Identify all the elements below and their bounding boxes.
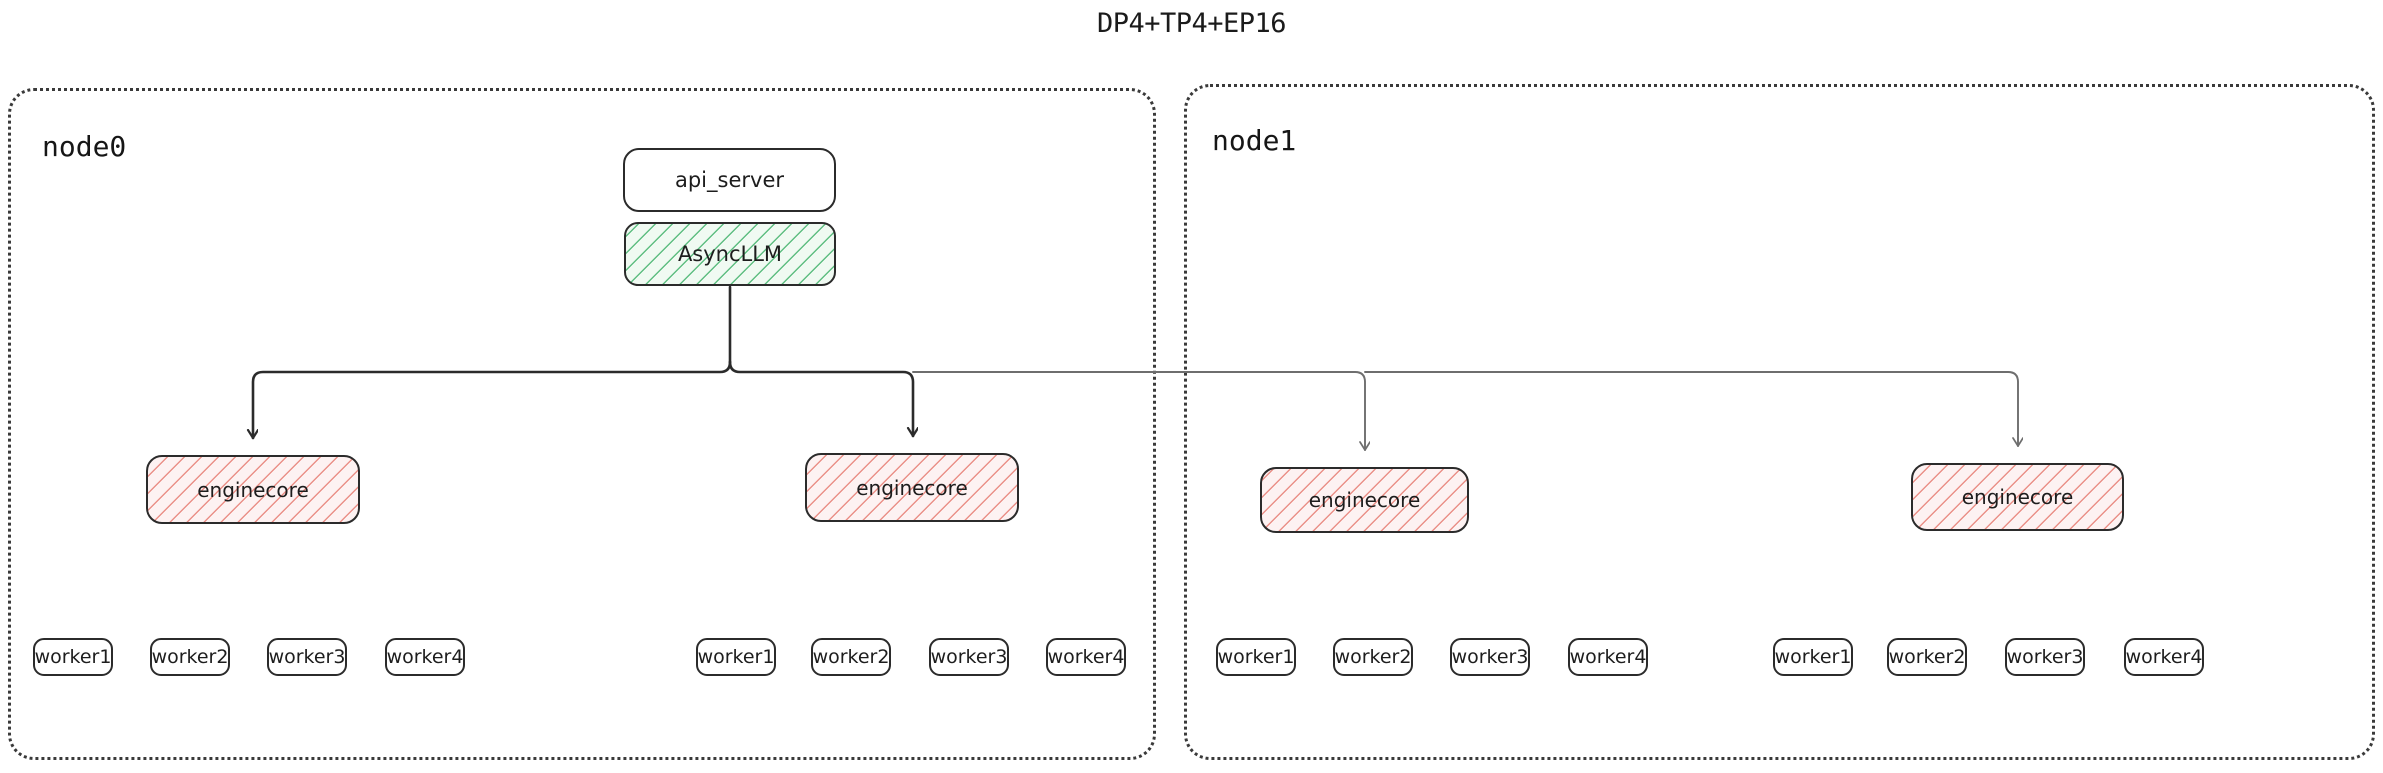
worker-box[interactable]: worker3: [1450, 638, 1530, 676]
worker-box[interactable]: worker1: [696, 638, 776, 676]
enginecore-box[interactable]: enginecore: [146, 455, 360, 524]
asyncllm-box[interactable]: AsyncLLM: [624, 222, 836, 286]
worker-box[interactable]: worker4: [1046, 638, 1126, 676]
enginecore-box[interactable]: enginecore: [1260, 467, 1469, 533]
node-label-node1: node1: [1212, 124, 1297, 157]
enginecore-box[interactable]: enginecore: [805, 453, 1019, 522]
worker-box[interactable]: worker3: [2005, 638, 2085, 676]
worker-box[interactable]: worker2: [1333, 638, 1413, 676]
worker-box[interactable]: worker2: [1887, 638, 1967, 676]
worker-box[interactable]: worker1: [1773, 638, 1853, 676]
worker-box[interactable]: worker1: [1216, 638, 1296, 676]
worker-box[interactable]: worker2: [150, 638, 230, 676]
worker-box[interactable]: worker1: [33, 638, 113, 676]
api-server-box[interactable]: api_server: [623, 148, 836, 212]
worker-box[interactable]: worker2: [811, 638, 891, 676]
node-label-node0: node0: [42, 130, 127, 163]
page-title: DP4+TP4+EP16: [1096, 8, 1287, 39]
worker-box[interactable]: worker3: [929, 638, 1009, 676]
worker-box[interactable]: worker4: [385, 638, 465, 676]
worker-box[interactable]: worker4: [1568, 638, 1648, 676]
enginecore-box[interactable]: enginecore: [1911, 463, 2124, 531]
worker-box[interactable]: worker4: [2124, 638, 2204, 676]
worker-box[interactable]: worker3: [267, 638, 347, 676]
